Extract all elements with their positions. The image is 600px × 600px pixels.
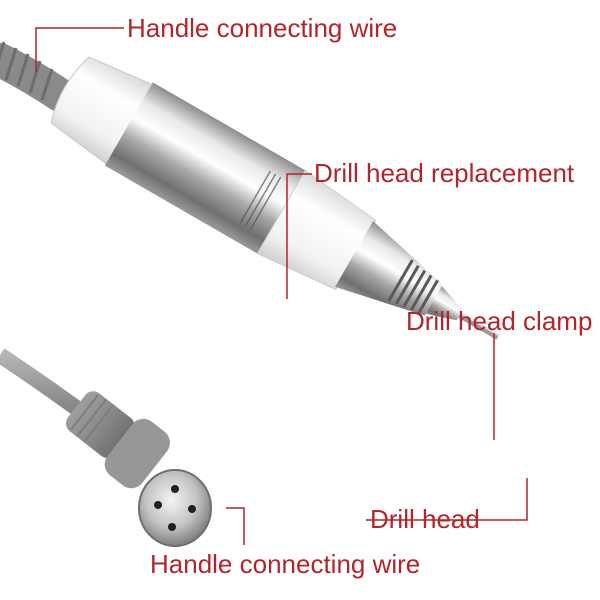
leader-handle-wire-bottom <box>226 507 245 545</box>
bottom-cable <box>0 348 170 489</box>
label-drill-head: Drill head <box>370 504 480 534</box>
top-cable <box>0 41 77 112</box>
handpiece <box>50 56 500 340</box>
label-handle-connecting-wire-bottom: Handle connecting wire <box>150 549 421 579</box>
label-drill-head-clamp: Drill head clamp <box>406 306 593 336</box>
plug-face <box>138 469 212 547</box>
leader-handle-wire-top <box>35 27 124 72</box>
leader-drill-head <box>366 478 528 521</box>
label-handle-connecting-wire-top: Handle connecting wire <box>127 13 398 43</box>
leader-drill-head-replacement <box>286 173 312 299</box>
label-drill-head-replacement: Drill head replacement <box>314 158 575 188</box>
leader-lines <box>35 27 528 545</box>
